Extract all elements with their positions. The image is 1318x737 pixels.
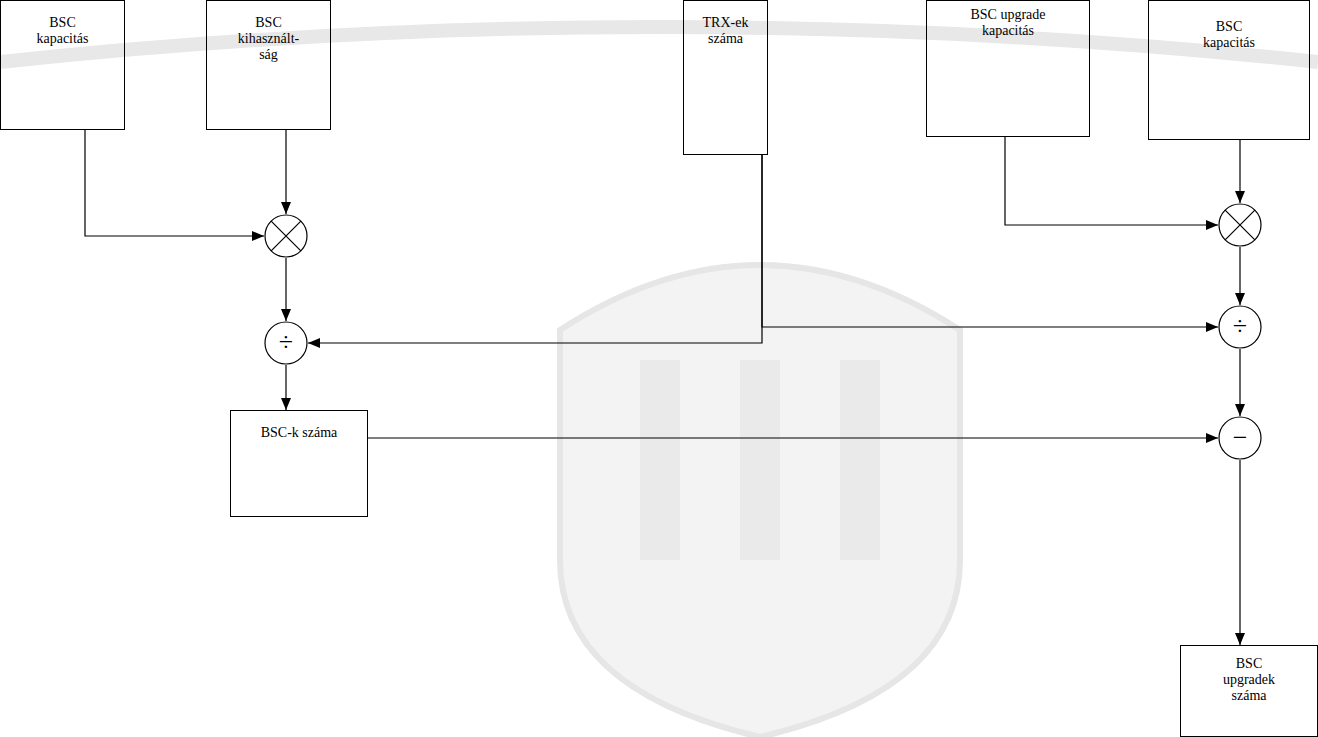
- flow-arrow: [308, 155, 762, 343]
- flow-arrow: [85, 130, 264, 236]
- quantity-box: TRX-ek száma: [683, 0, 768, 155]
- circle-shape: [1219, 204, 1261, 246]
- watermark-stripe: [840, 360, 880, 560]
- watermark-stripe: [740, 360, 780, 560]
- quantity-label: TRX-ek száma: [695, 15, 757, 47]
- flow-arrow: [285, 365, 286, 410]
- quantity-box: BSC upgradek száma: [1180, 645, 1318, 737]
- flow-arrow: [285, 130, 286, 214]
- quantity-label: BSC upgrade kapacitás: [966, 7, 1050, 39]
- flow-arrow: [1239, 460, 1240, 645]
- operator-symbol: ÷: [1218, 305, 1262, 349]
- quantity-label: BSC kapacitás: [27, 15, 99, 47]
- watermark-shield: [560, 265, 960, 737]
- quantity-box: BSC kihasznált- ság: [206, 0, 331, 130]
- quantity-label: BSC-k száma: [261, 425, 338, 441]
- operator-circle: [1218, 203, 1262, 247]
- watermark-arc: [0, 27, 1318, 62]
- quantity-box: BSC upgrade kapacitás: [926, 0, 1090, 137]
- watermark-stripe: [640, 360, 680, 560]
- operator-circle: ÷: [264, 321, 308, 365]
- operator-circle: −: [1218, 416, 1262, 460]
- operator-symbol: ÷: [264, 321, 308, 365]
- quantity-label: BSC upgradek száma: [1217, 656, 1281, 704]
- quantity-box: BSC-k száma: [230, 410, 368, 517]
- circle-shape: [1219, 306, 1261, 348]
- flow-arrow: [368, 437, 1218, 438]
- circle-shape: [265, 322, 307, 364]
- circle-outline: [264, 214, 308, 258]
- circle-shape: [265, 215, 307, 257]
- flow-arrow: [1239, 140, 1240, 203]
- flow-arrow: [1239, 349, 1240, 416]
- flow-arrow: [1239, 247, 1240, 305]
- flow-arrow: [1005, 137, 1218, 225]
- circle-outline: [1218, 203, 1262, 247]
- multiply-symbol: [271, 221, 301, 251]
- multiply-symbol: [1225, 210, 1255, 240]
- quantity-box: BSC kapacitás: [0, 0, 125, 130]
- quantity-box: BSC kapacitás: [1148, 0, 1310, 140]
- flow-arrow: [762, 155, 1218, 327]
- quantity-label: BSC kapacitás: [1193, 19, 1265, 51]
- flow-arrow: [285, 258, 286, 321]
- operator-circle: ÷: [1218, 305, 1262, 349]
- operator-circle: [264, 214, 308, 258]
- circle-shape: [1219, 417, 1261, 459]
- quantity-label: BSC kihasznált- ság: [229, 15, 309, 63]
- operator-symbol: −: [1218, 416, 1262, 460]
